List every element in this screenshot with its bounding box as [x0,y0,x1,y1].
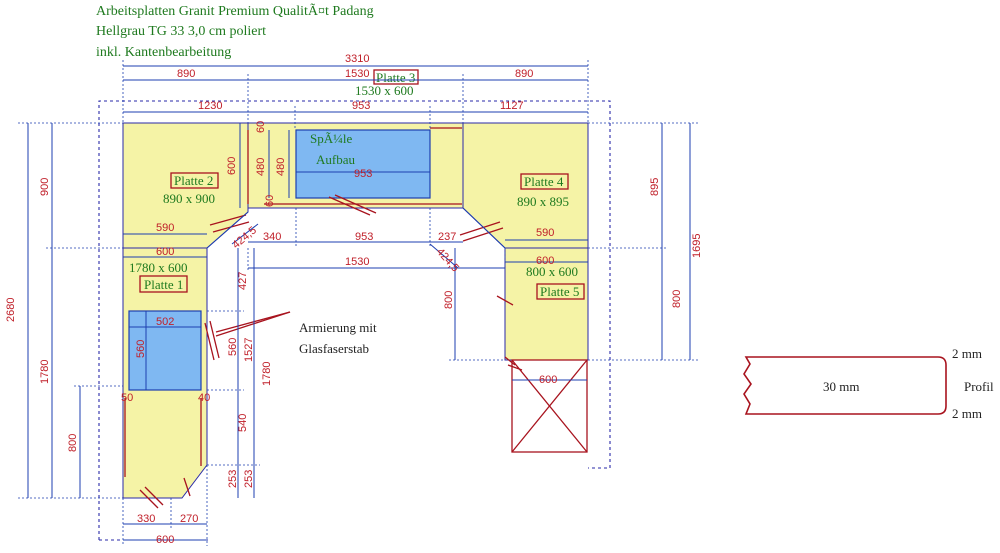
dim-h-900: 900 [39,178,51,196]
profile-top-radius: 2 mm [952,346,982,361]
dim-mid-340: 340 [263,231,281,243]
dim-inner-60-top: 60 [255,121,267,133]
dimension-labels: 3310 890 1530 890 1230 953 1127 590 600 … [5,53,703,546]
dim-row2-left: 1230 [198,100,222,112]
sink-label-line-1: SpÃ¼le [310,131,352,146]
platte-5-size: 800 x 600 [526,264,578,279]
sink-cutout [295,129,431,199]
dim-top-mid: 1530 [345,68,369,80]
dim-mid-800: 800 [443,291,455,309]
dim-diag-right: 424,5 [434,246,461,274]
dim-row2-right: 1127 [500,100,524,112]
dim-top-left: 890 [177,68,195,80]
edge-profile-detail: 30 mm 2 mm Profil 2 mm [743,346,994,421]
header-line-2: Hellgrau TG 33 3,0 cm poliert [96,24,266,39]
dim-left-590: 590 [156,222,174,234]
annotation-line-2: Glasfaserstab [299,341,369,356]
profile-bottom-radius: 2 mm [952,406,982,421]
dimension-lines [18,60,698,546]
dim-cut1-side-right: 40 [198,392,210,404]
sink-label-line-2: Aufbau [316,152,355,167]
dim-right-600: 600 [536,255,554,267]
dim-total-width: 3310 [345,53,369,65]
seam-marks [124,127,523,509]
header-line-1: Arbeitsplatten Granit Premium QualitÃ¤t … [96,3,374,19]
dim-right-1695: 1695 [691,234,703,258]
dim-right-590: 590 [536,227,554,239]
dim-h-800-left: 800 [67,434,79,452]
header-line-3: inkl. Kantenbearbeitung [96,45,231,60]
platte-1-size: 1780 x 600 [129,260,188,275]
platte-2-size: 890 x 900 [163,191,215,206]
dim-right-800: 800 [671,290,683,308]
profile-label: Profil [964,379,994,394]
platte-1-label-group: 1780 x 600 Platte 1 [129,260,188,293]
cabinet-box [511,359,588,453]
dim-row2-mid: 953 [352,100,370,112]
annotation-line-1: Armierung mit [299,320,377,335]
dim-v-427: 427 [237,272,249,290]
platte-2-label-group: Platte 2 890 x 900 [163,172,219,206]
dim-v-253-b: 253 [243,470,255,488]
dim-h-2680: 2680 [5,298,17,322]
platte-3-size: 1530 x 600 [355,83,414,98]
dim-inner-480-b: 480 [275,158,287,176]
dim-v-560: 560 [227,338,239,356]
platte-3-name: Platte 3 [376,70,415,85]
platte-5-name: Platte 5 [540,284,579,299]
slab-platte-5 [504,247,589,361]
dim-mid-953: 953 [355,231,373,243]
dim-v-1527: 1527 [243,338,255,362]
dim-inner-60-bot: 60 [264,195,276,207]
dim-cut1-side-left: 50 [121,392,133,404]
dim-box-600: 600 [539,374,557,386]
platte-2-name: Platte 2 [174,173,213,188]
dim-bottom-270: 270 [180,513,198,525]
dim-bottom-1530: 1530 [345,256,369,268]
dim-cut1-height: 560 [135,340,147,358]
dim-right-895: 895 [649,178,661,196]
dim-top-right: 890 [515,68,533,80]
dim-inner-600: 600 [226,157,238,175]
platte-4-label-group: Platte 4 890 x 895 [517,173,569,209]
dim-v-1780-inner: 1780 [261,362,273,386]
platte-1-name: Platte 1 [144,277,183,292]
hob-cutout [128,310,202,391]
dim-bottom-600: 600 [156,534,174,546]
dim-bottom-330: 330 [137,513,155,525]
dim-h-1780: 1780 [39,360,51,384]
dim-inner-480-a: 480 [255,158,267,176]
dim-cut-953: 953 [354,168,372,180]
profile-thickness: 30 mm [823,379,859,394]
platte-3-label-group: Platte 3 1530 x 600 [355,69,419,98]
reinforcement-annotation: Armierung mit Glasfaserstab [215,311,377,356]
dim-left-600: 600 [156,246,174,258]
dim-mid-237: 237 [438,231,456,243]
platte-4-size: 890 x 895 [517,194,569,209]
platte-5-label-group: 800 x 600 Platte 5 [526,264,585,300]
platte-4-name: Platte 4 [524,174,564,189]
dim-v-253-a: 253 [227,470,239,488]
dim-diag-left: 424,5 [230,224,259,251]
dim-cut1-width: 502 [156,316,174,328]
dim-v-540: 540 [237,414,249,432]
